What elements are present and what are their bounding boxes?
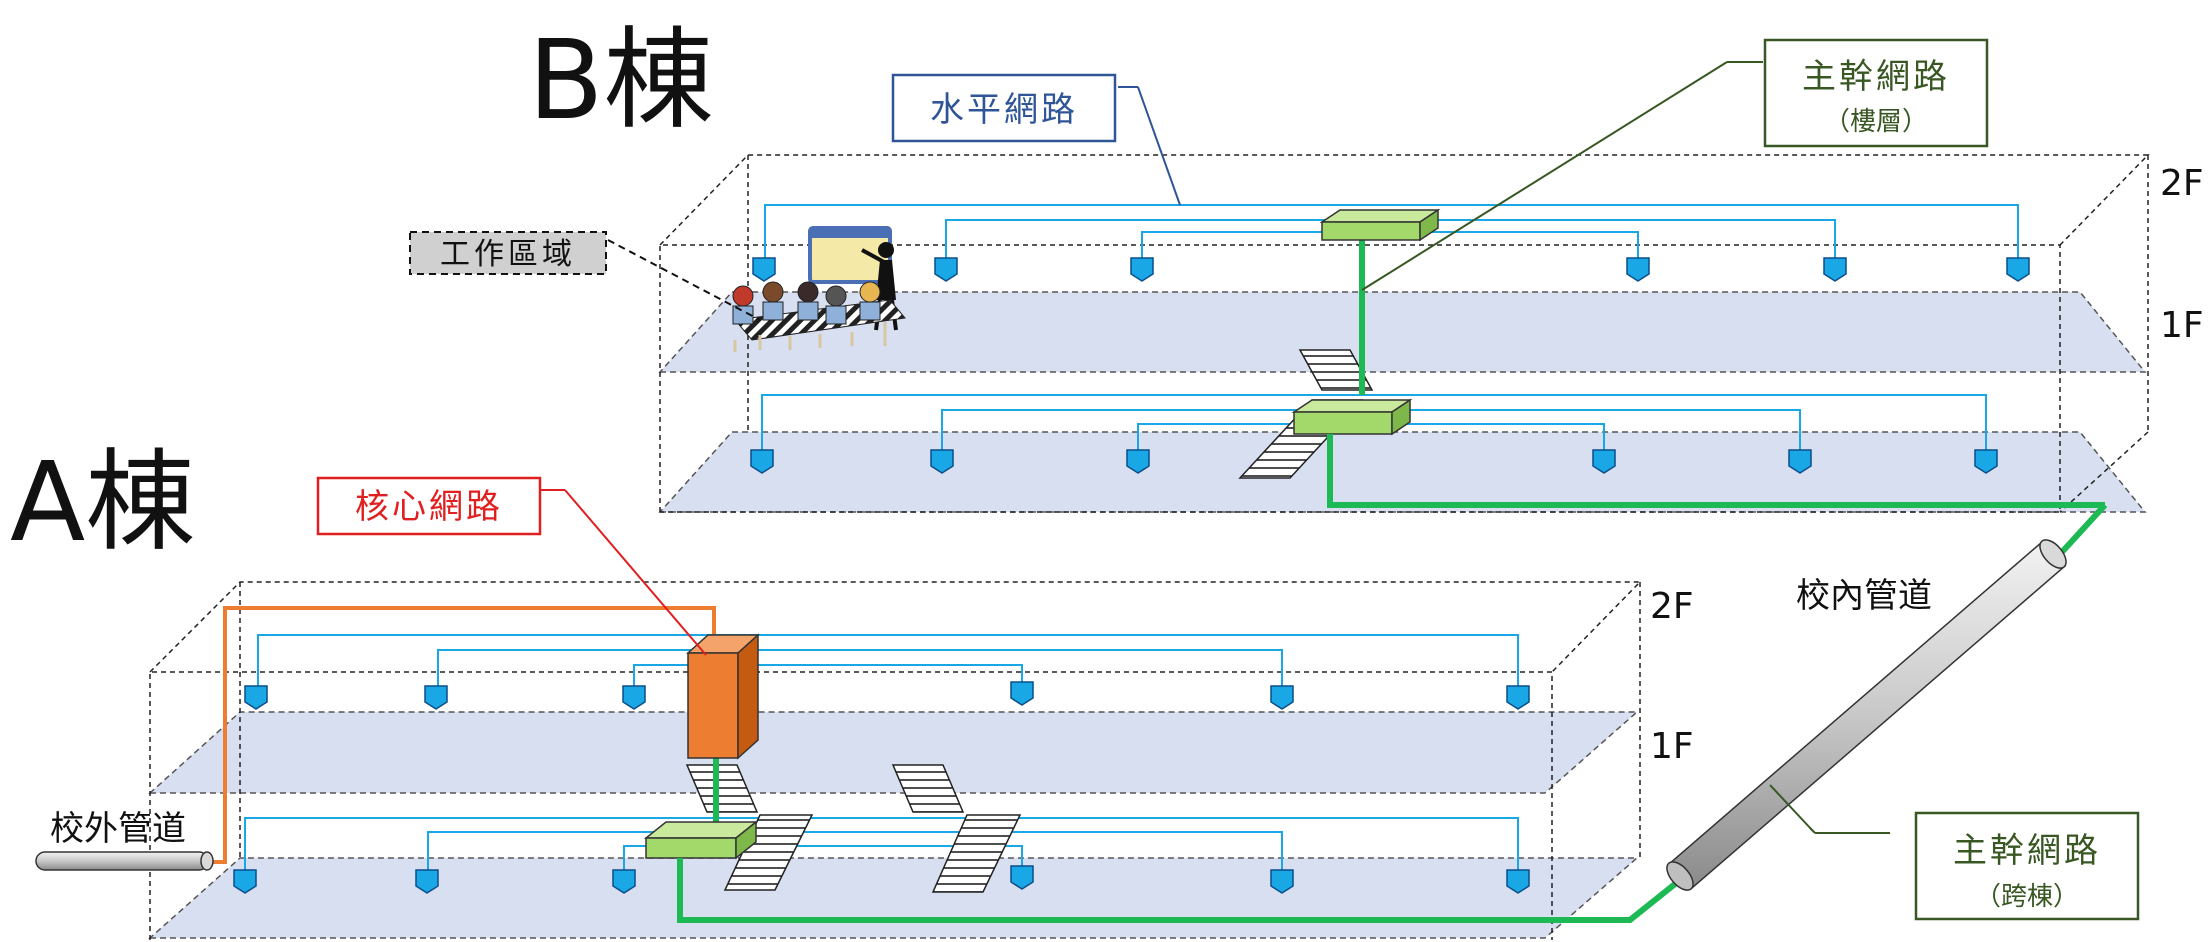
a-1f-outlet-4: [1010, 865, 1034, 890]
b-1f-switch: [1291, 398, 1413, 436]
b-floor2-plane: [658, 291, 2147, 373]
b-1f-outlet-6: [1974, 449, 1998, 474]
core-callout-leader-diag: [564, 489, 707, 656]
b-backbone-exit-line: [1327, 434, 2105, 508]
b-building-title: B棟: [528, 16, 713, 144]
core-label: 核心網路: [355, 487, 503, 527]
a-floor2-plane: [148, 857, 1640, 939]
b-1f-outlet-3: [1126, 449, 1150, 474]
external-conduit-pipe: [35, 851, 214, 871]
b-2f-outlet-6: [2006, 257, 2030, 282]
backbone-floor-sub: （樓層）: [1824, 107, 1928, 137]
b-floor-2f-label: 2F: [2160, 163, 2204, 204]
a-floor-1f-label: 1F: [1650, 726, 1694, 767]
horizontal-label-box: [891, 73, 1117, 143]
backbone-bldg-leader-diag: [1769, 784, 1813, 831]
b-floor-1f-label: 1F: [2160, 305, 2204, 346]
work-area-leader: [607, 239, 761, 321]
external-conduit-label: 校外管道: [50, 809, 186, 849]
core-label-box: [316, 476, 542, 536]
horizontal-label: 水平網路: [930, 90, 1078, 130]
backbone-bldg-label-box: [1914, 811, 2140, 921]
a-2f-outlet-4: [1010, 681, 1034, 706]
classroom-icon: [732, 226, 906, 352]
a-1f-outlet-1: [233, 869, 257, 894]
a-1f-outlet-5: [1270, 869, 1294, 894]
a-2f-outlet-3: [622, 685, 646, 710]
work-area-label-box: [409, 231, 607, 275]
backbone-bldg-title: 主幹網路: [1953, 831, 2101, 871]
b-floor1-plane: [658, 431, 2147, 513]
b-2f-outlet-2: [934, 257, 958, 282]
backbone-floor-title: 主幹網路: [1802, 57, 1950, 97]
campus-conduit-label: 校內管道: [1796, 576, 1932, 616]
a-2f-outlet-5: [1270, 685, 1294, 710]
a-2f-outlet-2: [424, 685, 448, 710]
a-floor1-plane: [148, 711, 1639, 794]
a-staircase-2: [891, 764, 1022, 893]
a-floor-2f-label: 2F: [1650, 586, 1694, 627]
a-wireframe: [149, 581, 1642, 940]
b-1f-outlet-5: [1788, 449, 1812, 474]
b-2f-outlet-4: [1626, 257, 1650, 282]
b-1f-outlet-2: [930, 449, 954, 474]
a-1f-outlet-3: [612, 869, 636, 894]
a-2f-outlet-6: [1506, 685, 1530, 710]
a-1f-outlet-6: [1506, 869, 1530, 894]
backbone-floor-leader-diag: [1361, 61, 1728, 291]
b-2f-outlet-3: [1130, 257, 1154, 282]
horizontal-callout-leader: [1137, 86, 1181, 206]
a-building-title: A棟: [10, 438, 195, 566]
building-b: 2F 1F: [658, 154, 2204, 513]
a-1f-outlet-2: [415, 869, 439, 894]
b-1f-outlet-4: [1592, 449, 1616, 474]
b-2f-outlet-5: [1823, 257, 1847, 282]
external-link-line: [210, 606, 716, 864]
a-1f-switch: [643, 820, 759, 860]
a-staircase-1: [685, 764, 814, 891]
building-a: 2F 1F: [148, 581, 1694, 940]
backbone-floor-label-box: [1763, 38, 1989, 148]
a-2f-horizontal-cabling: [257, 634, 1519, 690]
b-1f-outlet-1: [750, 449, 774, 474]
core-switch-box: [686, 633, 760, 760]
work-area-label: 工作區域: [440, 237, 576, 272]
a-2f-outlet-1: [244, 685, 268, 710]
campus-conduit-pipe: [1666, 502, 2108, 891]
a-1f-horizontal-cabling: [244, 817, 1519, 872]
a-backbone-exit-line: [677, 858, 1682, 923]
b-2f-switch: [1319, 208, 1441, 242]
backbone-bldg-sub: （跨棟）: [1975, 882, 2079, 912]
b-2f-outlet-1: [752, 257, 776, 282]
